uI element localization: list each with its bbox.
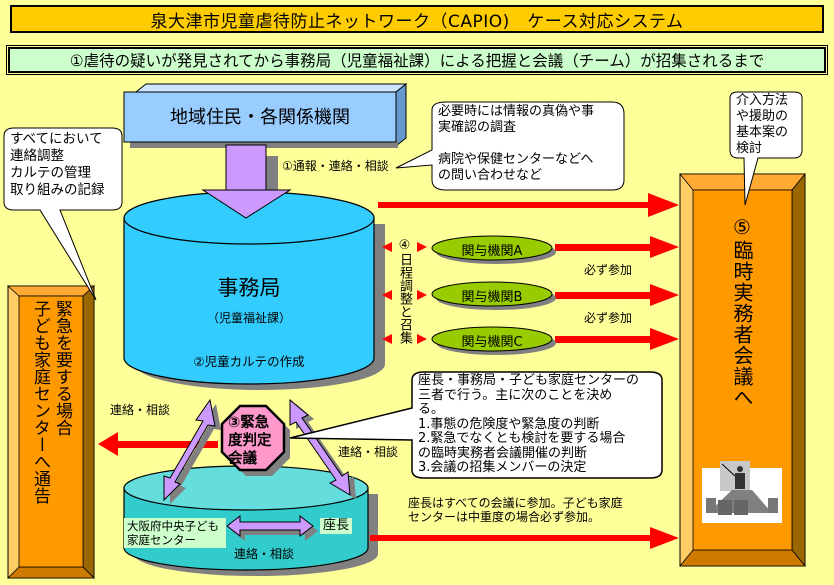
page-title: 泉大津市児童虐待防止ネットワーク（CAPIO) ケース対応システム [10, 5, 824, 33]
secretariat-cylinder [123, 191, 385, 390]
chair-note-line: 座長はすべての会議に参加。子ども家庭 [408, 496, 623, 510]
notice-line-1: 緊急を要する場合 [52, 300, 72, 436]
callout-line: 介入方法 [736, 93, 789, 108]
notice-box [6, 285, 96, 579]
purple-double-arrows [163, 398, 356, 541]
agency-a: 関与機関A [461, 244, 523, 259]
report-contact-label: ①通報・連絡・相談 [282, 159, 389, 173]
child-record-note: ②児童カルテの作成 [193, 354, 305, 369]
notice-line-2: 子ども家庭センターへ通告 [30, 300, 50, 504]
agency-c: 関与機関C [461, 335, 523, 350]
process-subtitle: ①虐待の疑いが発見されてから事務局（児童福祉課）による把握と会議（チーム）が招集… [6, 45, 828, 75]
callout-line: る。 [418, 402, 445, 417]
callout-line: 実確認の調査 [438, 120, 517, 135]
emergency-meeting-octagon [220, 404, 290, 476]
red-arrows [98, 193, 679, 549]
osaka-center-label: 大阪府中央子ども家庭センター [124, 518, 226, 548]
intervention-callout: 介入方法 や援助の 基本案の 検討 [736, 93, 788, 157]
contact-label-left: 連絡・相談 [110, 403, 171, 417]
contact-label-right: 連絡・相談 [338, 445, 399, 459]
callout-line: 三者で行う。主に次のことを決め [418, 387, 613, 403]
chair-note-line: センターは中重度の場合必ず参加。 [408, 510, 601, 524]
agency-ellipses [431, 235, 556, 355]
callout-line: 座長・事務局・子ども家庭センターの [418, 373, 640, 388]
community-box [123, 82, 408, 148]
must-attend-label: 必ず参加 [584, 263, 633, 277]
chair-label: 座長 [320, 518, 353, 534]
emergency-decision-callout: 座長・事務局・子ども家庭センターの 三者で行う。主に次のことを決め る。 1.事… [418, 373, 640, 476]
schedule-label: ④日程調整と召集 [397, 238, 412, 344]
callout-line: 1.事態の危険度や緊急度の判断 [418, 416, 600, 432]
callout-line: や援助の [736, 109, 789, 124]
callout-spacer [438, 136, 594, 152]
investigation-callout: 必要時には情報の真偽や事 実確認の調査 病院や保健センターなどへ の問い合わせな… [438, 104, 594, 184]
callout-shapes [3, 91, 803, 479]
callout-line: 2.緊急でなくとも検討を要する場合 [418, 431, 626, 446]
octagon-line: 度判定 [228, 433, 272, 449]
emergency-meeting-label: ③緊急 度判定 会議 [228, 414, 272, 468]
callout-line: 基本案の [736, 125, 789, 140]
callout-line: の臨時実務者会議開催の判断 [418, 445, 588, 461]
presentation-meeting-icon [702, 461, 782, 523]
callout-line: 病院や保健センターなどへ [438, 152, 594, 167]
callout-line: の問い合わせなど [438, 168, 543, 183]
agency-b: 関与機関B [461, 290, 523, 305]
callout-line: 連絡調整 [10, 148, 64, 164]
callout-line: カルテの管理 [10, 165, 91, 181]
chair-note: 座長はすべての会議に参加。子ども家庭 センターは中重度の場合必ず参加。 [408, 496, 623, 524]
callout-line: 必要時には情報の真偽や事 [438, 104, 595, 119]
octagon-line: ③緊急 [228, 415, 270, 431]
temporary-meeting-label: ⑤臨時実務者会議へ [730, 215, 754, 408]
must-attend-label: 必ず参加 [584, 311, 633, 325]
secretariat-title: 事務局 [217, 276, 281, 300]
callout-line: 3.会議の招集メンバーの決定 [418, 460, 587, 475]
contact-label-bottom: 連絡・相談 [234, 547, 295, 561]
callout-line: すべてにおいて [10, 131, 103, 147]
octagon-line: 会議 [228, 451, 257, 467]
community-label: 地域住民・各関係機関 [170, 107, 350, 128]
notice-box-text: 緊急を要する場合 子ども家庭センターへ通告 [22, 300, 80, 562]
down-arrow-tip [201, 189, 292, 219]
callout-line: 取り組みの記録 [10, 182, 105, 198]
secretariat-subtitle: （児童福祉課） [206, 311, 291, 325]
secretariat-roles-callout: すべてにおいて 連絡調整 カルテの管理 取り組みの記録 [10, 131, 105, 199]
callout-line: 検討 [736, 141, 763, 156]
